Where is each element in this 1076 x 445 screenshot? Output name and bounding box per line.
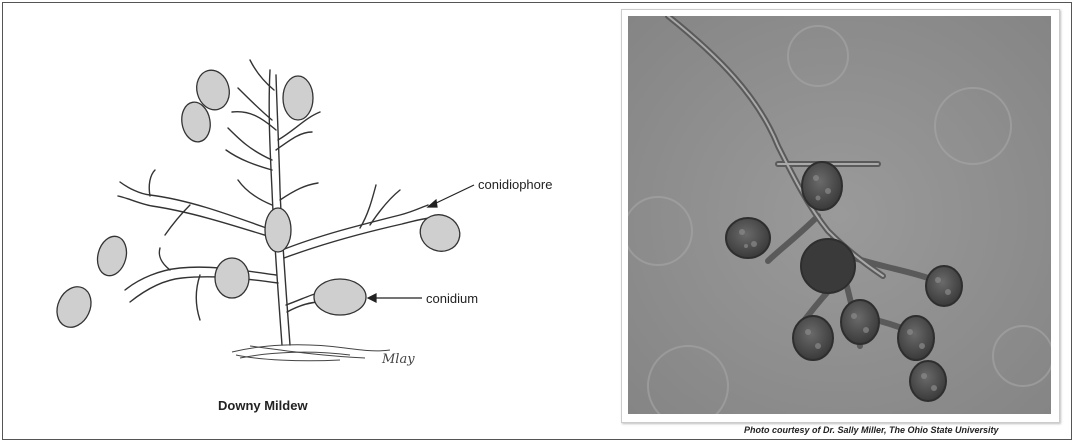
- conidium-label: conidium: [426, 291, 478, 306]
- photo-credit: Photo courtesy of Dr. Sally Miller, The …: [744, 425, 999, 435]
- artist-signature: Mlay: [381, 352, 415, 367]
- pointer-arrows: [368, 185, 474, 302]
- conidiophore-branches: [118, 60, 432, 345]
- conidiophore-arrowhead: [428, 200, 437, 207]
- micrograph-photo: [628, 16, 1051, 414]
- drawing-caption: Downy Mildew: [218, 398, 308, 413]
- conidiophore-pointer-line: [432, 185, 474, 205]
- conidium-arrowhead: [368, 294, 376, 302]
- conidiophore-label: conidiophore: [478, 177, 552, 192]
- substrate: [232, 345, 390, 361]
- micrograph-frame: [621, 9, 1060, 423]
- downy-mildew-drawing: Mlay: [0, 0, 560, 445]
